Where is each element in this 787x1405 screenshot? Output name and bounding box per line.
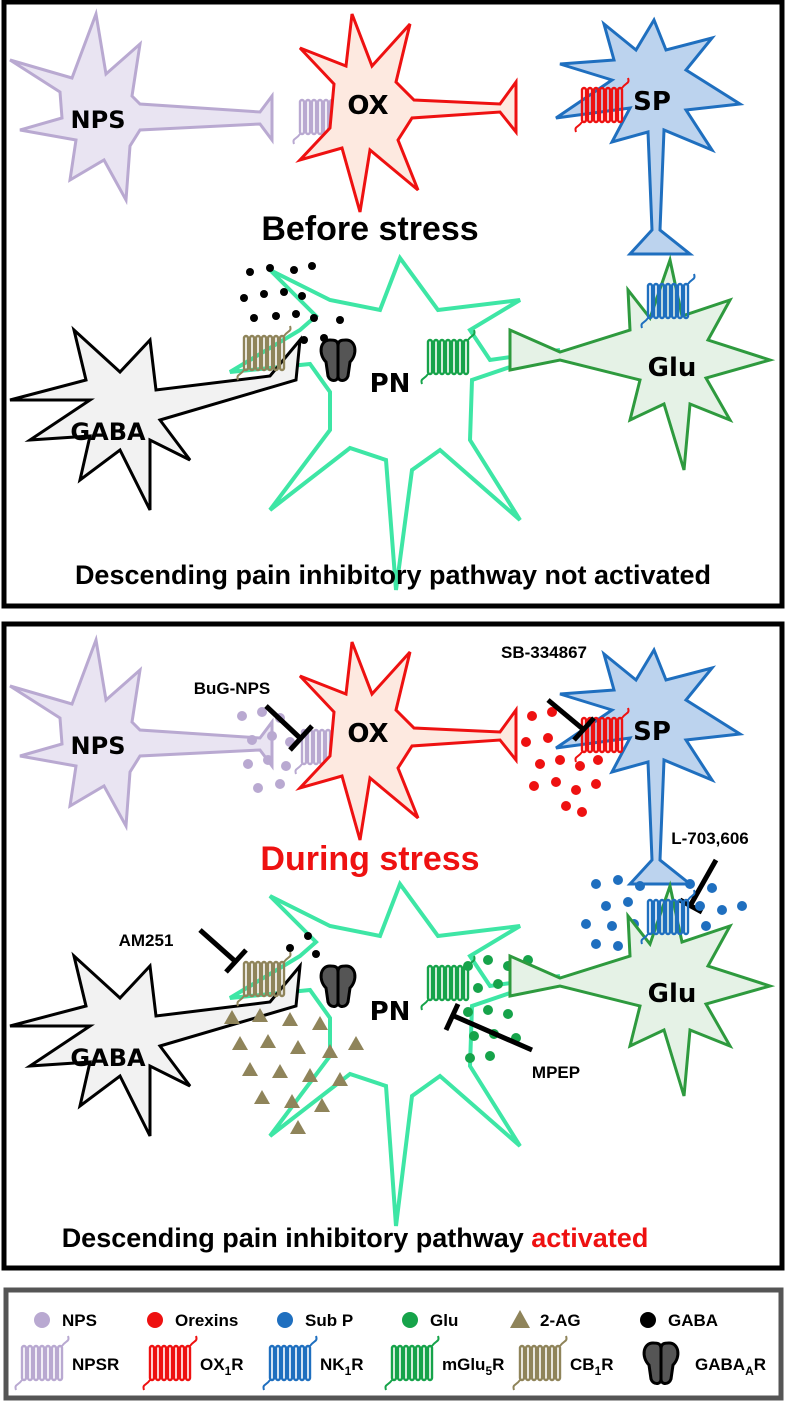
pn-cell-label: PN [370, 369, 411, 399]
legend-receptors: NPSR OX1R NK1R mGlu5R CB1R GABAAR [14, 1334, 766, 1392]
drug-label-am251: AM251 [119, 931, 174, 950]
during-stress-caption: Descending pain inhibitory pathway activ… [62, 1223, 649, 1253]
panel-during-stress: NPS OX SP BuG-NPS [1, 621, 785, 1271]
ox-neuron: OX [295, 641, 518, 841]
drug-label-sb-334867: SB-334867 [501, 643, 587, 662]
glu-neuron: Glu [508, 254, 776, 471]
gaba-neuron: GABA [9, 325, 302, 511]
am251-inhibitor-icon [198, 928, 248, 974]
legend-item-ox1r: OX1R [142, 1334, 244, 1392]
circle-marker-icon [640, 1312, 656, 1328]
legend: NPS Orexins Sub P Glu 2-AG GABA NPSR OX1R NK1R m… [3, 1287, 784, 1401]
legend-item-nk1r: NK1R [262, 1334, 364, 1392]
orexin-dots [521, 707, 603, 817]
gaba-cell-label: GABA [70, 1044, 146, 1072]
drug-label-mpep: MPEP [532, 1063, 580, 1082]
legend-item-2-ag: 2-AG [510, 1310, 581, 1330]
two-ag-triangles [224, 1008, 364, 1134]
gaba-dots [286, 932, 320, 958]
legend-label: NPS [62, 1311, 97, 1330]
legend-label: Sub P [305, 1311, 353, 1330]
sp-neuron: SP [555, 16, 745, 256]
legend-item-glu: Glu [402, 1311, 458, 1330]
legend-item-nps: NPS [34, 1311, 97, 1330]
legend-label: Orexins [175, 1311, 238, 1330]
legend-item-sub-p: Sub P [277, 1311, 353, 1330]
glu-neuron: Glu [508, 880, 776, 1097]
legend-label: Glu [430, 1311, 458, 1330]
circle-marker-icon [402, 1312, 418, 1328]
legend-label: mGlu5R [442, 1355, 504, 1378]
drug-label-bug-nps: BuG-NPS [194, 679, 271, 698]
legend-item-npsr: NPSR [14, 1334, 119, 1392]
panel-before-stress: NPS OX SP Before stress PN Glu [1, 0, 785, 609]
ox-cell-label: OX [347, 719, 388, 749]
before-stress-title: Before stress [261, 210, 478, 248]
legend-item-gaba: GABA [640, 1311, 718, 1330]
legend-item-orexins: Orexins [147, 1311, 238, 1330]
legend-item-cb1r: CB1R [512, 1334, 614, 1392]
legend-label: GABAAR [695, 1355, 766, 1378]
circle-marker-icon [34, 1312, 50, 1328]
sb-334867-inhibitor-icon [546, 698, 596, 742]
gaba-dots [240, 262, 344, 344]
sp-cell-label: SP [633, 717, 671, 747]
nps-neuron: NPS [9, 8, 274, 206]
legend-label: NK1R [320, 1355, 364, 1378]
legend-label: CB1R [570, 1355, 614, 1378]
pn-neuron: PN [228, 253, 561, 591]
legend-label: GABA [668, 1311, 718, 1330]
circle-marker-icon [147, 1312, 163, 1328]
ox-neuron: OX [295, 13, 518, 213]
legend-ligands: NPS Orexins Sub P Glu 2-AG GABA [34, 1310, 718, 1330]
caption-highlight-text: activated [531, 1223, 648, 1253]
mpep-inhibitor-icon [443, 1002, 533, 1053]
gaba-cell-label: GABA [70, 418, 146, 446]
before-stress-caption: Descending pain inhibitory pathway not a… [75, 560, 711, 590]
legend-label: OX1R [200, 1355, 244, 1378]
legend-item-gabaar: GABAAR [642, 1341, 766, 1385]
ox-cell-label: OX [347, 91, 388, 121]
sp-neuron: SP [555, 646, 745, 886]
legend-label: 2-AG [540, 1311, 581, 1330]
glu-cell-label: Glu [648, 353, 697, 383]
nps-neuron: NPS [9, 634, 274, 832]
glu-cell-label: Glu [648, 979, 697, 1009]
caption-main-text: Descending pain inhibitory pathway [62, 1223, 532, 1253]
drug-label-l-703606: L-703,606 [671, 829, 749, 848]
sp-cell-label: SP [633, 87, 671, 117]
nps-cell-label: NPS [71, 732, 126, 760]
legend-item-mglu5r: mGlu5R [384, 1334, 504, 1392]
triangle-marker-icon [510, 1310, 530, 1328]
during-stress-title: During stress [260, 840, 479, 878]
circle-marker-icon [277, 1312, 293, 1328]
gaba-neuron: GABA [9, 951, 302, 1137]
pn-cell-label: PN [370, 997, 411, 1027]
bug-nps-inhibitor-icon [264, 704, 314, 752]
legend-label: NPSR [72, 1355, 119, 1374]
nps-cell-label: NPS [71, 106, 126, 134]
nps-dots [237, 707, 295, 793]
